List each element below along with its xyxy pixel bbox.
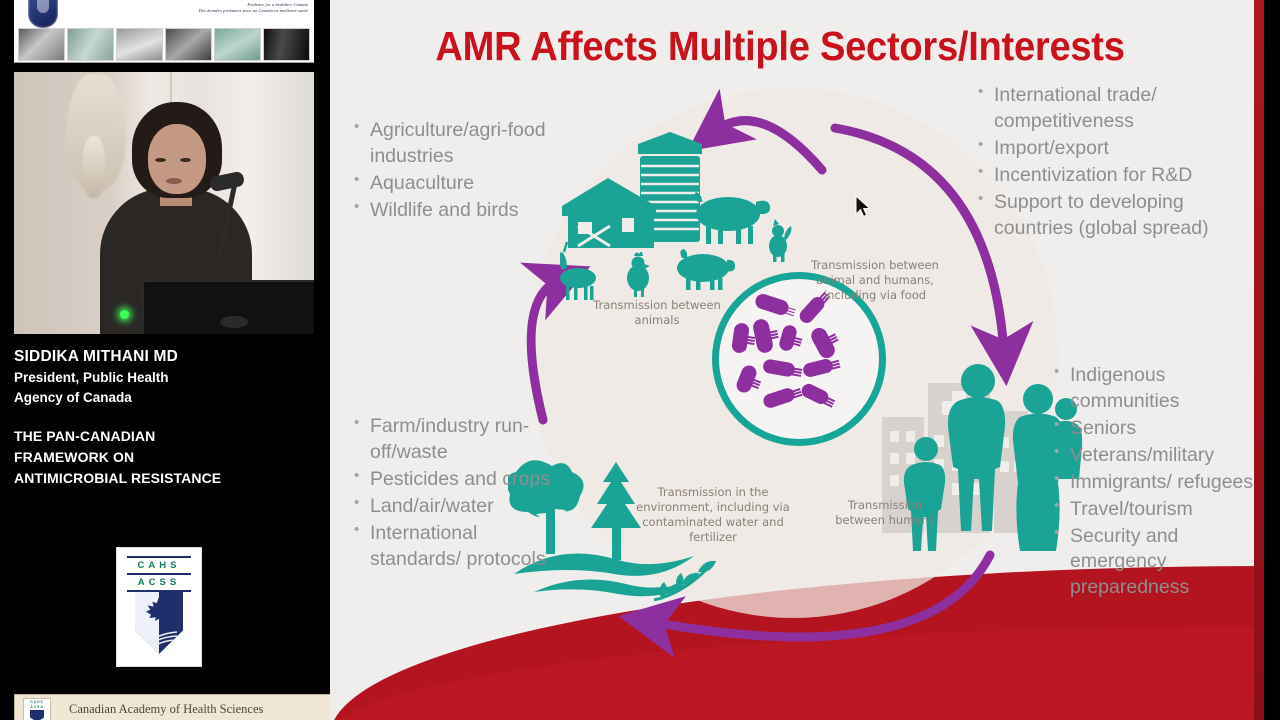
bullet-item: Farm/industry run-off/waste [352, 413, 557, 466]
tagline-fr: Des données probantes pour un Canada en … [198, 7, 308, 13]
left-panel: Evidence for a healthier Canada Des donn… [0, 0, 382, 720]
bottom-logo-line2: ACSS [30, 705, 44, 709]
bullet-group-trade: International trade/ competitiveness Imp… [976, 82, 1238, 243]
speaker-role-line1: President, Public Health [14, 370, 169, 385]
bottom-banner-text: Canadian Academy of Health Sciences [69, 702, 264, 716]
speaker-name: SIDDIKA MITHANI MD [14, 348, 179, 365]
speaker-eye [155, 158, 166, 162]
label-transmission-environment: Transmission in the environment, includi… [636, 485, 790, 544]
wheat-icon [140, 631, 178, 652]
logo-text-cahs: CAHS [137, 560, 181, 571]
bullet-item: Immigrants/ refugees [1052, 469, 1264, 496]
thumbnail-image [263, 28, 310, 61]
wall-sconce [66, 74, 126, 198]
speaker-role-line2: Agency of Canada [14, 389, 132, 405]
label-transmission-animals: Transmission between animals [593, 298, 721, 327]
shield-icon [135, 592, 183, 654]
organization-header-banner: Evidence for a healthier Canada Des donn… [14, 0, 314, 63]
thumbnail-image [116, 28, 163, 61]
maple-leaf-icon [146, 597, 172, 621]
shield-logo-icon [28, 0, 58, 28]
bullet-item: Import/export [976, 135, 1238, 162]
logo-rule [127, 556, 191, 558]
logo-rule [127, 590, 191, 592]
bullet-group-agriculture: Agriculture/agri-food industries Aquacul… [352, 117, 577, 225]
bottom-shield-icon [30, 710, 44, 720]
bullet-item: Agriculture/agri-food industries [352, 117, 577, 170]
header-top-strip: Evidence for a healthier Canada Des donn… [14, 0, 314, 28]
laptop-icon [142, 280, 314, 334]
bullet-item: Security and emergency preparedness [1052, 523, 1264, 602]
bullet-group-populations: Indigenous communities Seniors Veterans/… [1052, 362, 1264, 602]
bullet-item: Seniors [1052, 415, 1264, 442]
barn-silo-icon [560, 132, 792, 300]
bullet-item: Incentivization for R&D [976, 162, 1238, 189]
hospital-icon [882, 364, 1083, 551]
thumbnail-image [214, 28, 261, 61]
bottom-banner: CAHS ACSS Canadian Academy of Health Sci… [14, 694, 382, 720]
bullet-item: International trade/ competitiveness [976, 82, 1238, 135]
bullet-item: International standards/ protocols [352, 520, 557, 573]
bullet-group-environment: Farm/industry run-off/waste Pesticides a… [352, 413, 557, 574]
bacteria-icon [712, 272, 886, 446]
talk-title-line3: ANTIMICROBIAL RESISTANCE [14, 470, 222, 487]
recording-indicator-light [120, 310, 129, 319]
thumbnail-image [165, 28, 212, 61]
bullet-item: Veterans/military [1052, 442, 1264, 469]
bullet-item: Aquaculture [352, 170, 577, 197]
tagline-en: Evidence for a healthier Canada [247, 2, 308, 7]
header-thumbnail-strip [18, 28, 310, 61]
header-tagline: Evidence for a healthier Canada Des donn… [199, 2, 308, 13]
bullet-item: Travel/tourism [1052, 496, 1264, 523]
presentation-slide: AMR Affects Multiple Sectors/Interests [330, 0, 1264, 720]
bullet-item: Indigenous communities [1052, 362, 1264, 415]
bullet-item: Pesticides and crops [352, 466, 557, 493]
label-transmission-animal-human: Transmission between animal and humans, … [811, 258, 939, 302]
cahs-logo: CAHS ACSS [116, 547, 202, 667]
logo-rule [127, 573, 191, 575]
bullet-item: Wildlife and birds [352, 197, 577, 224]
bullet-item: Support to developing countries (global … [976, 189, 1238, 242]
speaker-mouth [166, 178, 182, 184]
thumbnail-image [67, 28, 114, 61]
speaker-eye [180, 158, 191, 162]
slide-title: AMR Affects Multiple Sectors/Interests [435, 23, 1125, 69]
plant-icon [653, 560, 716, 602]
speaker-video[interactable] [14, 72, 314, 334]
label-transmission-humans: Transmission between humans [835, 498, 935, 527]
talk-title-line2: FRAMEWORK ON [14, 449, 135, 466]
logo-text-acss: ACSS [137, 577, 181, 588]
bullet-item: Land/air/water [352, 493, 557, 520]
bottom-logo-line1: CAHS [30, 700, 44, 704]
bottom-banner-logo: CAHS ACSS [23, 698, 51, 720]
thumbnail-image [18, 28, 65, 61]
speaker-info: SIDDIKA MITHANI MD President, Public Hea… [14, 346, 314, 489]
talk-title-line1: THE PAN-CANADIAN [14, 428, 156, 445]
slide-right-rail [1254, 0, 1264, 720]
